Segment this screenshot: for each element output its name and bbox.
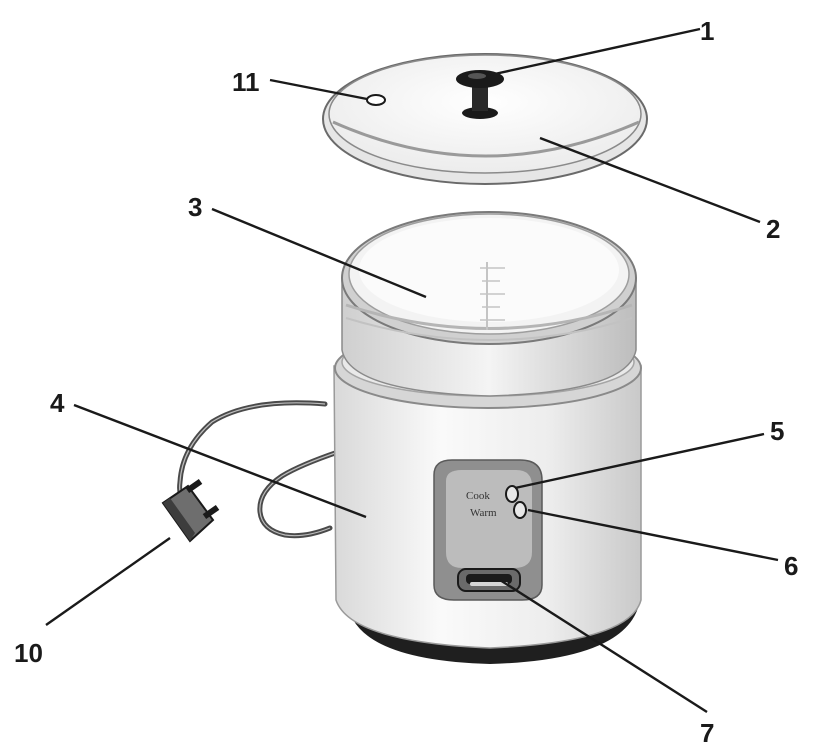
callout-3: 3	[188, 192, 202, 222]
warm-indicator-light	[513, 501, 527, 519]
leader-line-2	[539, 136, 761, 224]
leader-line-4	[73, 403, 367, 519]
inner-pot	[341, 211, 637, 397]
cook-indicator-label: Cook	[466, 490, 490, 502]
callout-6: 6	[784, 551, 798, 581]
leader-line-1	[489, 27, 701, 77]
callout-4: 4	[50, 388, 65, 418]
callout-2: 2	[766, 214, 780, 244]
callout-7: 7	[700, 718, 714, 748]
leader-line-6	[527, 508, 779, 562]
leader-line-11	[269, 78, 368, 101]
power-plug	[161, 478, 220, 543]
cook-indicator-light	[505, 485, 519, 503]
warm-indicator-label: Warm	[470, 507, 497, 519]
callout-1: 1	[700, 16, 714, 46]
callout-5: 5	[770, 416, 784, 446]
leader-line-10	[45, 537, 171, 626]
callout-11: 11	[232, 67, 260, 97]
water-level-marks	[480, 262, 505, 330]
leader-line-5	[514, 432, 765, 490]
leader-line-3	[211, 207, 427, 299]
leader-lines	[45, 27, 779, 714]
callout-10: 10	[14, 638, 43, 668]
leader-line-7	[499, 578, 708, 714]
steam-vent	[366, 94, 386, 106]
callout-labels: 1 2 3 4 5 6 7 10 11	[14, 16, 798, 748]
cook-switch[interactable]	[457, 568, 521, 592]
